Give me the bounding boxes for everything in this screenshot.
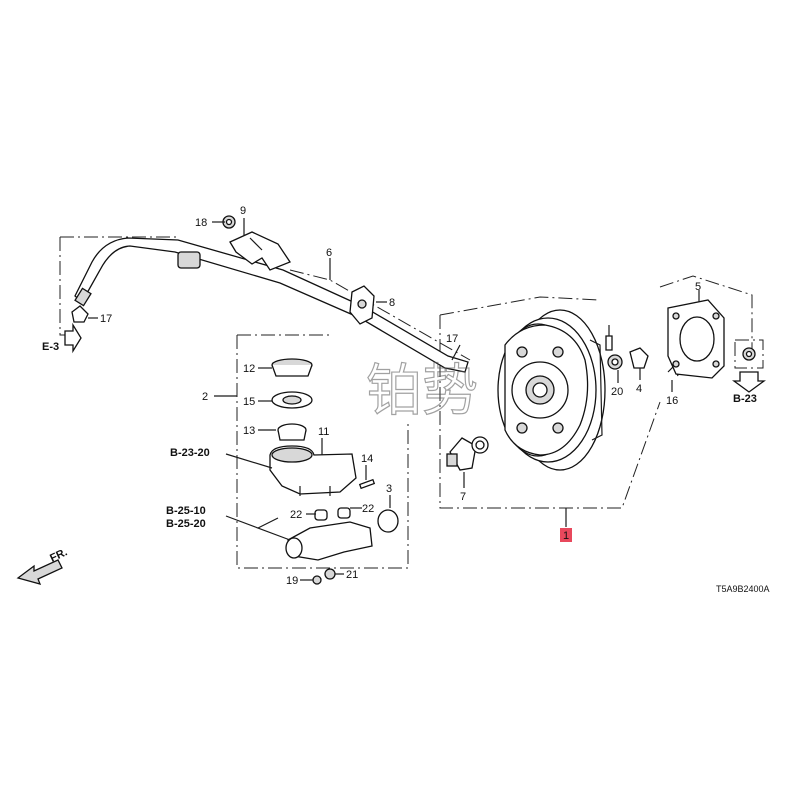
- ref-b25-20: B-25-20: [166, 518, 206, 530]
- callout-12: 12: [243, 363, 255, 375]
- hose-clip-17: [71, 305, 89, 323]
- group-frames: [59, 236, 753, 569]
- booster-gasket-5: [667, 299, 725, 379]
- ref-b23-20: B-23-20: [170, 447, 210, 459]
- callout-18: 18: [195, 217, 207, 229]
- callout-1-highlight: 1: [560, 528, 572, 542]
- front-label: FR.: [48, 546, 69, 564]
- callout-2: 2: [202, 391, 208, 403]
- brake-booster: [497, 309, 606, 471]
- vacuum-hose: [71, 237, 469, 373]
- callout-20: 20: [611, 386, 623, 398]
- ref-b25-10: B-25-10: [166, 505, 206, 517]
- check-valve-7: [446, 436, 489, 471]
- callout-17-left: 17: [100, 313, 112, 325]
- callout-4: 4: [636, 383, 642, 395]
- callout-14: 14: [361, 453, 373, 465]
- ref-b23: B-23: [733, 393, 757, 405]
- callout-17-right: 17: [446, 333, 458, 345]
- ref-e3: E-3: [42, 341, 59, 353]
- callout-22-right: 22: [362, 503, 374, 515]
- callouts: 18 9 6 8 17 17 2 12 15 13 11 14 3 22 22 …: [100, 205, 701, 587]
- callout-15: 15: [243, 396, 255, 408]
- callout-22-left: 22: [290, 509, 302, 521]
- callout-5: 5: [695, 281, 701, 293]
- callout-16: 16: [666, 395, 678, 407]
- callout-13: 13: [243, 425, 255, 437]
- arrow-down-icon: [732, 371, 766, 393]
- watermark: 铂势: [366, 359, 478, 424]
- callout-8: 8: [389, 297, 395, 309]
- front-direction-marker: FR.: [16, 546, 69, 585]
- callout-1: 1: [563, 530, 569, 542]
- callout-11: 11: [318, 426, 329, 438]
- diagram-code: T5A9B2400A: [716, 584, 770, 594]
- callout-21: 21: [346, 569, 358, 581]
- callout-9: 9: [240, 205, 246, 217]
- callout-6: 6: [326, 247, 332, 259]
- front-arrow-icon: [16, 559, 63, 585]
- leader-lines: [88, 218, 700, 581]
- nut-detail-b23: [732, 339, 766, 393]
- callout-3: 3: [386, 483, 392, 495]
- booster-hardware: [605, 335, 679, 377]
- callout-7: 7: [460, 491, 466, 503]
- references: E-3 B-23 B-23-20 B-25-10 B-25-20: [42, 322, 757, 530]
- callout-19: 19: [286, 575, 298, 587]
- hose-bracket-9: [222, 215, 291, 271]
- master-cylinder: [269, 358, 399, 585]
- hose-clamp-8: [349, 285, 375, 325]
